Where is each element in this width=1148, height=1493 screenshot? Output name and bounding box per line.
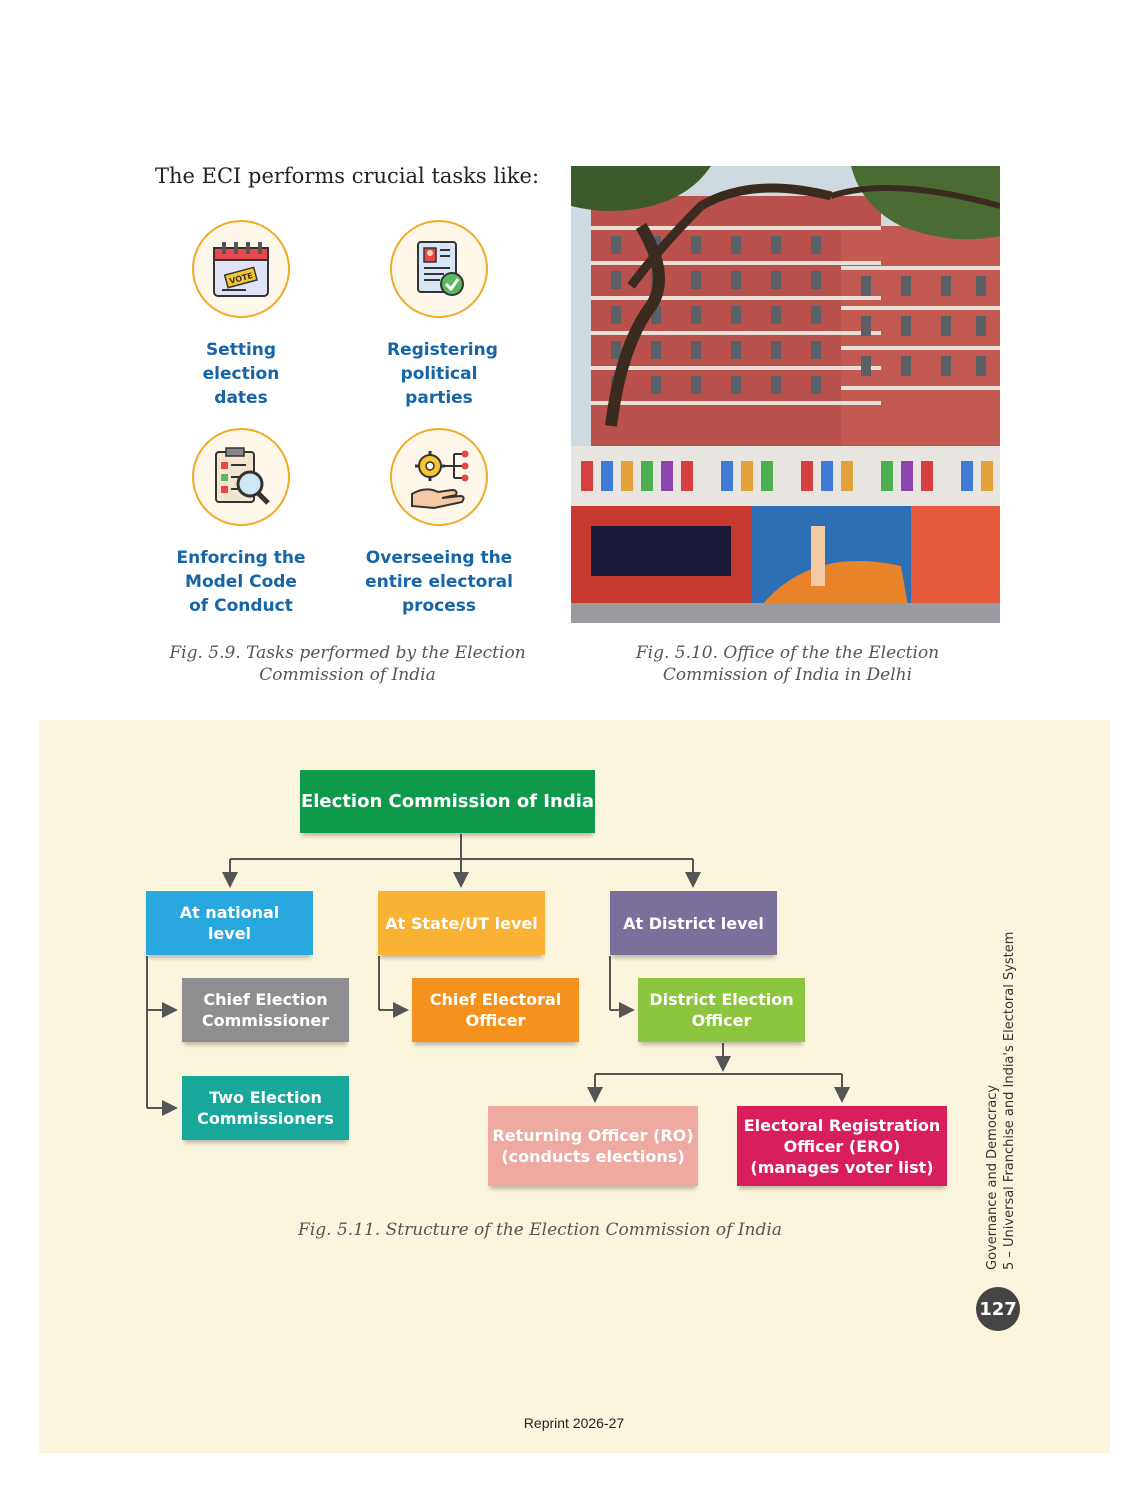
running-header-chapter: 5 – Universal Franchise and India's Elec…: [1002, 931, 1017, 1270]
returning-officer-box: Returning Officer (RO) (conducts electio…: [488, 1106, 698, 1186]
checklist-magnifier-icon: [192, 428, 290, 526]
page-number: 127: [976, 1287, 1020, 1331]
ero-box: Electoral Registration Officer (ERO) (ma…: [737, 1106, 947, 1186]
two-election-commissioners-box: Two Election Commissioners: [182, 1076, 349, 1140]
chief-electoral-officer-box: Chief Electoral Officer: [412, 978, 579, 1042]
registration-document-icon: [390, 220, 488, 318]
task-overseeing-process: Overseeing the entire electoral process: [349, 428, 529, 618]
district-election-officer-box: District Election Officer: [638, 978, 805, 1042]
district-level-label: At District level: [623, 913, 764, 933]
task-label: Enforcing the Model Code of Conduct: [176, 548, 306, 616]
task-enforcing-mcc: Enforcing the Model Code of Conduct: [151, 428, 331, 618]
running-header-book: Governance and Democracy: [985, 1084, 1000, 1270]
state-level-label: At State/UT level: [385, 913, 538, 933]
deo-label: District Election Officer: [649, 990, 794, 1030]
reprint-note: Reprint 2026-27: [523, 1415, 625, 1431]
task-label: Setting election dates: [202, 340, 280, 408]
calendar-vote-icon: VOTE: [192, 220, 290, 318]
ro-label: Returning Officer (RO) (conducts electio…: [492, 1126, 694, 1166]
two-ec-label: Two Election Commissioners: [197, 1088, 334, 1128]
task-setting-dates: VOTE Setting election dates: [151, 220, 331, 410]
eci-root-box: Election Commission of India: [300, 770, 595, 833]
national-level-label: At national level: [179, 903, 280, 943]
task-label: Overseeing the entire electoral process: [365, 548, 513, 616]
task-label: Registering political parties: [387, 340, 498, 408]
district-level-box: At District level: [610, 891, 777, 955]
eci-root-label: Election Commission of India: [300, 791, 595, 812]
task-registering-parties: Registering political parties: [349, 220, 529, 410]
intro-text: The ECI performs crucial tasks like:: [155, 164, 540, 188]
running-header: Governance and Democracy 5 – Universal F…: [984, 890, 1018, 1270]
gear-hand-network-icon: [390, 428, 488, 526]
state-level-box: At State/UT level: [378, 891, 545, 955]
figure-caption: Fig. 5.10. Office of the the Election Co…: [635, 643, 940, 685]
cec-label: Chief Election Commissioner: [201, 990, 330, 1030]
chief-election-commissioner-box: Chief Election Commissioner: [182, 978, 349, 1042]
figure-caption: Fig. 5.9. Tasks performed by the Electio…: [169, 643, 526, 685]
ceo-label: Chief Electoral Officer: [429, 990, 562, 1030]
figure-caption: Fig. 5.11. Structure of the Election Com…: [298, 1220, 782, 1240]
national-level-box: At national level: [146, 891, 313, 955]
eci-building-photo: [571, 166, 1000, 623]
ero-label: Electoral Registration Officer (ERO) (ma…: [743, 1115, 941, 1177]
